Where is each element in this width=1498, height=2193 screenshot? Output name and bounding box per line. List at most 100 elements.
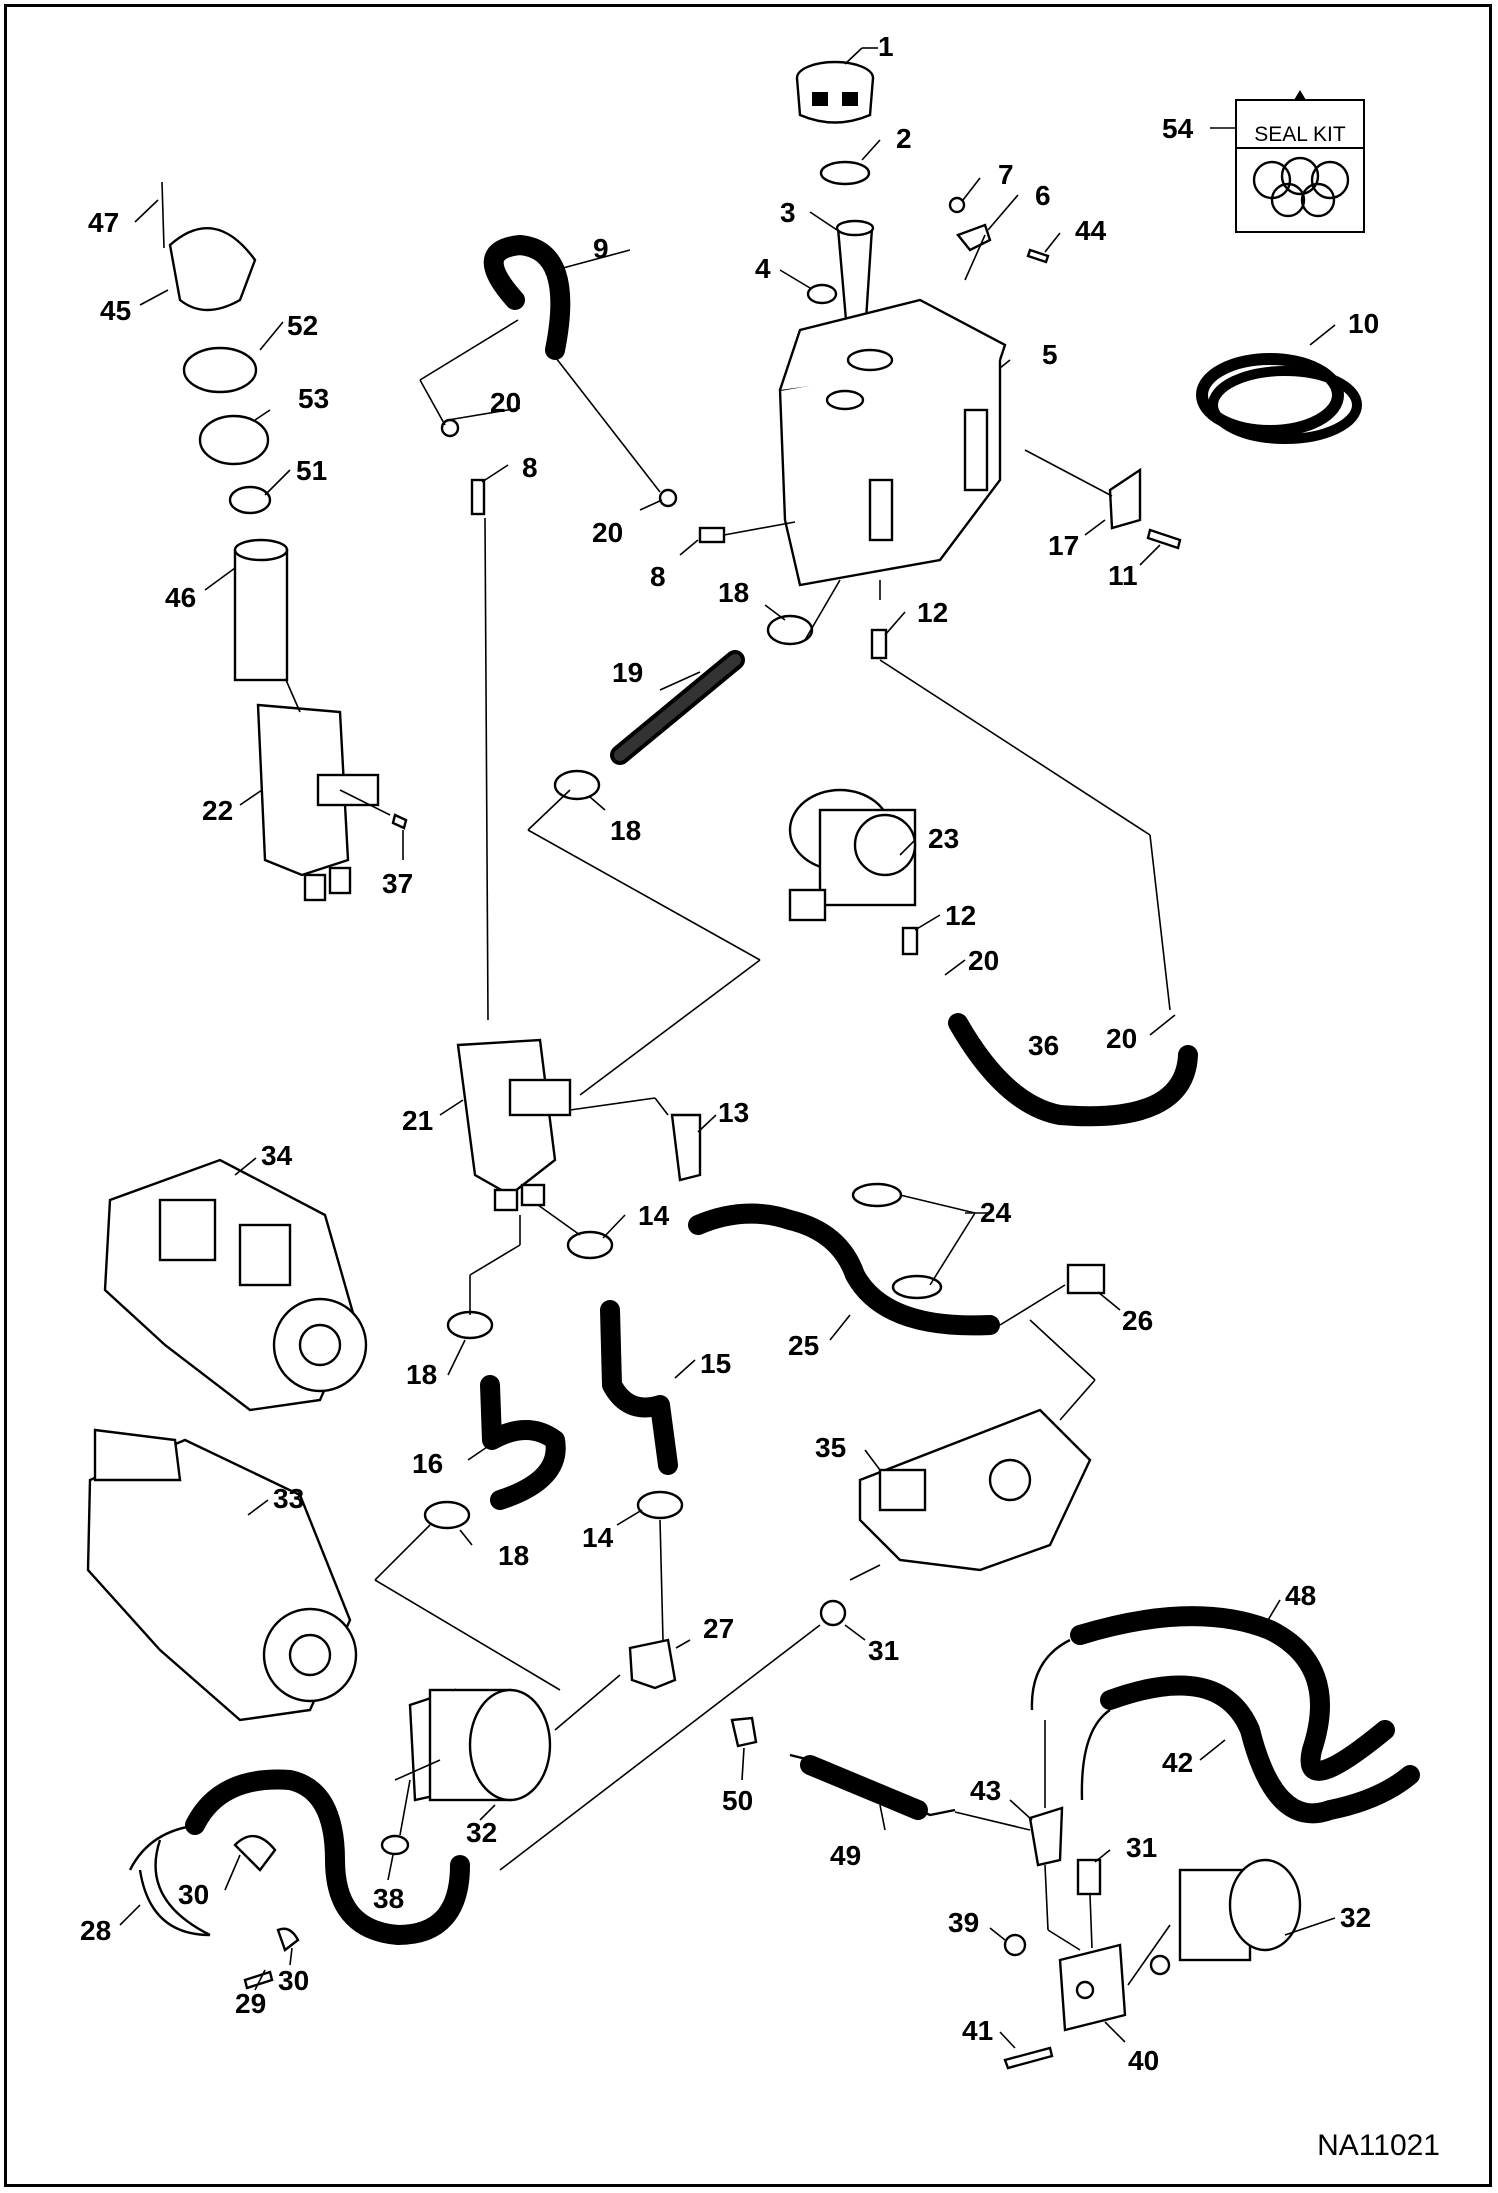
hose-48-part xyxy=(1070,1606,1395,1781)
callout-42: 42 xyxy=(1162,1747,1193,1778)
callout-35: 35 xyxy=(815,1432,846,1463)
callout-29: 29 xyxy=(235,1988,266,2019)
callout-33: 33 xyxy=(273,1483,304,1514)
diagram-frame xyxy=(4,4,1492,2187)
callout-53: 53 xyxy=(298,383,329,414)
pump-23-part xyxy=(788,788,917,922)
callout-18b: 18 xyxy=(610,815,641,846)
callout-24: 24 xyxy=(980,1197,1012,1228)
callout-17: 17 xyxy=(1048,530,1079,561)
hose-28-part xyxy=(185,1769,470,1945)
callout-12a: 12 xyxy=(917,597,948,628)
bracket-part xyxy=(956,223,992,252)
callout-19: 19 xyxy=(612,657,643,688)
bolt-part xyxy=(1026,248,1050,264)
filter-element-part xyxy=(233,538,289,682)
callout-37: 37 xyxy=(382,868,413,899)
callout-5: 5 xyxy=(1042,339,1058,370)
callout-18d: 18 xyxy=(498,1540,529,1571)
callout-31b: 31 xyxy=(1126,1832,1157,1863)
callout-25: 25 xyxy=(788,1330,819,1361)
hose-16-part xyxy=(480,1375,566,1510)
callout-47: 47 xyxy=(88,207,119,238)
callout-14a: 14 xyxy=(638,1200,670,1231)
callout-10: 10 xyxy=(1348,308,1379,339)
hose-15-part xyxy=(600,1300,678,1475)
hydrostatic-pump-33-part xyxy=(86,1428,358,1722)
callout-14b: 14 xyxy=(582,1522,614,1553)
callout-49: 49 xyxy=(830,1840,861,1871)
callout-30b: 30 xyxy=(278,1965,309,1996)
callout-21: 21 xyxy=(402,1105,433,1136)
callout-39: 39 xyxy=(948,1907,979,1938)
control-valve-35-part xyxy=(858,1408,1092,1572)
callout-numbers: 1 2 3 4 5 6 7 8 8 9 10 11 12 12 13 14 14… xyxy=(80,31,1379,2076)
filler-cap-part xyxy=(795,60,875,124)
callout-4: 4 xyxy=(755,253,771,284)
strainer-part xyxy=(836,226,874,322)
nut-part xyxy=(948,196,966,214)
reservoir-tank-part xyxy=(778,298,1007,587)
callout-46: 46 xyxy=(165,582,196,613)
callout-20b: 20 xyxy=(592,517,623,548)
callout-34: 34 xyxy=(261,1140,293,1171)
callout-7: 7 xyxy=(998,159,1014,190)
callout-50: 50 xyxy=(722,1785,753,1816)
callout-41: 41 xyxy=(962,2015,993,2046)
callout-27: 27 xyxy=(703,1613,734,1644)
callout-20a: 20 xyxy=(490,387,521,418)
callout-40: 40 xyxy=(1128,2045,1159,2076)
callout-44: 44 xyxy=(1075,215,1107,246)
callout-30a: 30 xyxy=(178,1879,209,1910)
filter-cap-part xyxy=(168,227,257,312)
callout-51: 51 xyxy=(296,455,327,486)
callout-8b: 8 xyxy=(650,561,666,592)
hose-9-part xyxy=(483,235,571,360)
callout-52: 52 xyxy=(287,310,318,341)
valve-block-40-part xyxy=(1058,1943,1127,2032)
coiled-hose-part xyxy=(1196,353,1362,444)
leader-lines xyxy=(119,47,1336,2049)
hose-36-part xyxy=(948,1013,1198,1127)
filter-housing-21-part xyxy=(456,1038,572,1212)
callout-23: 23 xyxy=(928,823,959,854)
hydrostatic-pump-34-part xyxy=(103,1158,368,1412)
strap-part xyxy=(1108,467,1142,530)
callout-45: 45 xyxy=(100,295,131,326)
callout-8a: 8 xyxy=(522,452,538,483)
callout-18a: 18 xyxy=(718,577,749,608)
plug-part xyxy=(806,283,838,305)
callout-26: 26 xyxy=(1122,1305,1153,1336)
callout-36: 36 xyxy=(1028,1030,1059,1061)
callout-18c: 18 xyxy=(406,1359,437,1390)
callout-15: 15 xyxy=(700,1348,731,1379)
reference-code: NA11021 xyxy=(1317,2129,1440,2162)
callout-48: 48 xyxy=(1285,1580,1316,1611)
callout-2: 2 xyxy=(896,123,912,154)
callout-16: 16 xyxy=(412,1448,443,1479)
callout-43: 43 xyxy=(970,1775,1001,1806)
gear-motor-32-part xyxy=(408,1688,552,1802)
callout-9: 9 xyxy=(593,233,609,264)
hose-42-part xyxy=(1100,1675,1420,1824)
callout-13: 13 xyxy=(718,1097,749,1128)
callout-20d: 20 xyxy=(1106,1023,1137,1054)
callout-6: 6 xyxy=(1035,180,1051,211)
seal-kit-box: SEAL KIT xyxy=(1235,90,1365,233)
callout-28: 28 xyxy=(80,1915,111,1946)
callout-1: 1 xyxy=(878,31,894,62)
callout-32a: 32 xyxy=(466,1817,497,1848)
callout-38: 38 xyxy=(373,1883,404,1914)
callout-22: 22 xyxy=(202,795,233,826)
callout-12b: 12 xyxy=(945,900,976,931)
callout-11: 11 xyxy=(1108,560,1138,591)
seal-kit-label: SEAL KIT xyxy=(1254,123,1346,146)
seal-ring-part xyxy=(819,160,871,186)
hose-25-part xyxy=(688,1203,1000,1336)
callout-20c: 20 xyxy=(968,945,999,976)
filter-housing-part xyxy=(256,703,380,902)
gear-motor-32b-part xyxy=(1178,1858,1302,1962)
callout-31a: 31 xyxy=(868,1635,899,1666)
callout-3: 3 xyxy=(780,197,796,228)
